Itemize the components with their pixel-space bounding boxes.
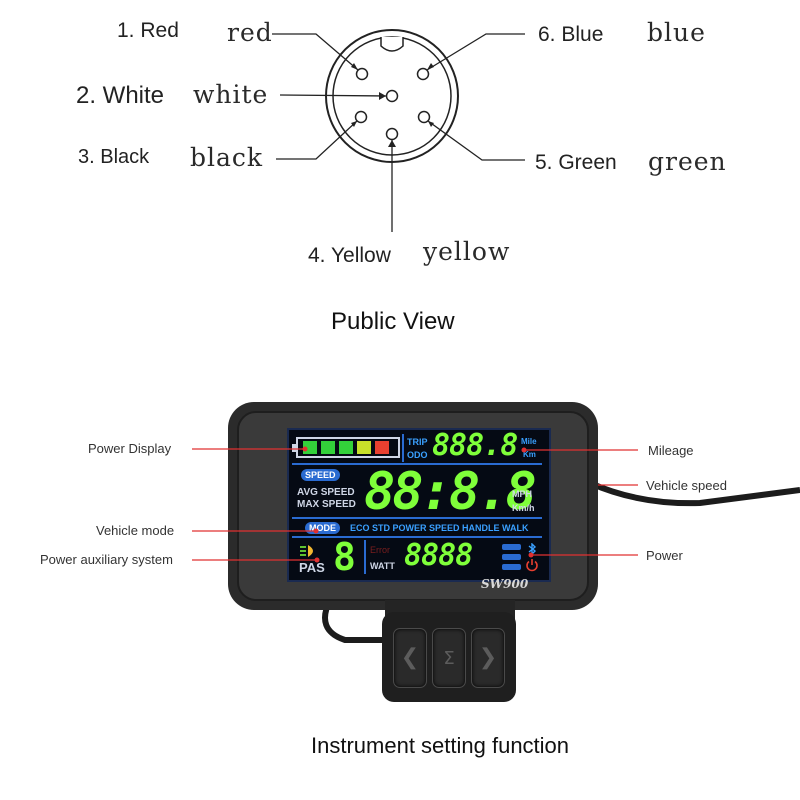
lcd-divider — [402, 434, 404, 462]
speed-digits: 88:8.8 — [364, 462, 537, 522]
pin-4-color: yellow — [423, 237, 511, 266]
battery-terminal — [292, 444, 296, 452]
leader-pin-5 — [427, 120, 525, 161]
arrow-pin-3 — [351, 121, 357, 127]
pas-label: PAS — [299, 560, 325, 575]
arrow-pin-5 — [428, 121, 434, 127]
leader-pin-2 — [279, 94, 387, 97]
arrow-pin-2 — [379, 92, 386, 100]
battery-indicator — [292, 437, 400, 458]
mini-indicator — [502, 564, 521, 570]
lcd-hline — [292, 536, 542, 538]
left-button[interactable]: ❮ — [393, 628, 427, 688]
pin-1 — [355, 67, 369, 81]
pin-3-color: black — [190, 143, 264, 172]
pin-5-label: 5. Green — [535, 151, 617, 174]
trip-label: TRIP — [407, 437, 428, 447]
lcd-hline — [292, 517, 542, 519]
mini-indicator — [502, 554, 521, 560]
pin-6 — [416, 67, 430, 81]
arrow-pin-4 — [388, 140, 396, 147]
callout-lines — [192, 446, 638, 563]
watt-digits: 8888 — [404, 538, 473, 573]
callout-vehicle-speed: Vehicle speed — [646, 478, 727, 493]
pin-2-color: white — [193, 80, 269, 109]
power-icon — [525, 558, 539, 572]
error-label: Error — [370, 545, 390, 555]
callout-dot — [313, 528, 319, 534]
public-view-caption: Public View — [331, 308, 455, 335]
pin-5-color: green — [648, 147, 727, 176]
pin-1-label: 1. Red — [117, 19, 179, 42]
callout-power: Power — [646, 548, 683, 563]
speed-badge: SPEED — [301, 469, 340, 481]
lcd-hline — [292, 463, 542, 465]
instrument-caption: Instrument setting function — [311, 733, 570, 758]
lcd-vline — [364, 540, 366, 574]
connector-diagram — [272, 29, 525, 232]
pin-5 — [417, 110, 431, 124]
mile-label: Mile — [521, 437, 537, 446]
mini-indicator — [502, 544, 521, 550]
cable-right — [588, 480, 800, 507]
watt-label: WATT — [370, 561, 395, 571]
arrow-pin-6 — [427, 63, 434, 70]
pin-3 — [354, 110, 368, 124]
battery-segment — [375, 441, 389, 454]
battery-segment — [357, 441, 371, 454]
callout-mileage: Mileage — [648, 443, 694, 458]
odo-label: ODO — [407, 450, 428, 460]
avg-speed-label: AVG SPEED — [297, 487, 355, 498]
pin-6-color: blue — [647, 18, 706, 47]
pin-4 — [385, 127, 399, 141]
callout-dot — [521, 447, 527, 453]
pin-6-label: 6. Blue — [538, 23, 604, 46]
headlight-icon — [299, 544, 319, 558]
m-icon: Σ — [443, 648, 455, 669]
leader-pin-6 — [426, 33, 525, 71]
callout-vehicle-mode: Vehicle mode — [96, 523, 175, 538]
right-button[interactable]: ❯ — [471, 628, 505, 688]
pin-4-label: 4. Yellow — [308, 244, 391, 267]
pin-2 — [385, 89, 399, 103]
connector-key-notch — [380, 37, 404, 52]
leader-pin-1 — [272, 33, 359, 71]
arrow-pin-1 — [351, 63, 358, 70]
mph-label: MPH — [512, 489, 532, 499]
callout-power-display: Power Display — [88, 441, 172, 456]
callout-dot — [314, 557, 320, 563]
pas-digit: 8 — [333, 535, 356, 579]
brand-label: SW900 — [481, 577, 529, 591]
callout-dot — [302, 446, 308, 452]
battery-segment — [321, 441, 335, 454]
menu-button[interactable]: Σ — [432, 628, 466, 688]
pin-2-label: 2. White — [76, 82, 165, 109]
bluetooth-icon — [527, 542, 538, 556]
chevron-left-icon: ❮ — [400, 645, 420, 670]
pin-3-label: 3. Black — [78, 146, 150, 168]
kmh-label: Km/h — [512, 503, 535, 513]
leader-pin-3 — [276, 120, 358, 160]
pin-1-color: red — [227, 18, 273, 47]
callout-power-aux: Power auxiliary system — [40, 552, 173, 567]
max-speed-label: MAX SPEED — [297, 499, 356, 510]
chevron-right-icon: ❯ — [478, 645, 498, 670]
mileage-digits: 888.8 — [432, 428, 518, 463]
km-label: Km — [523, 450, 536, 459]
callout-dot — [528, 552, 534, 558]
mode-list: ECO STD POWER SPEED HANDLE WALK — [350, 523, 529, 533]
battery-segment — [339, 441, 353, 454]
